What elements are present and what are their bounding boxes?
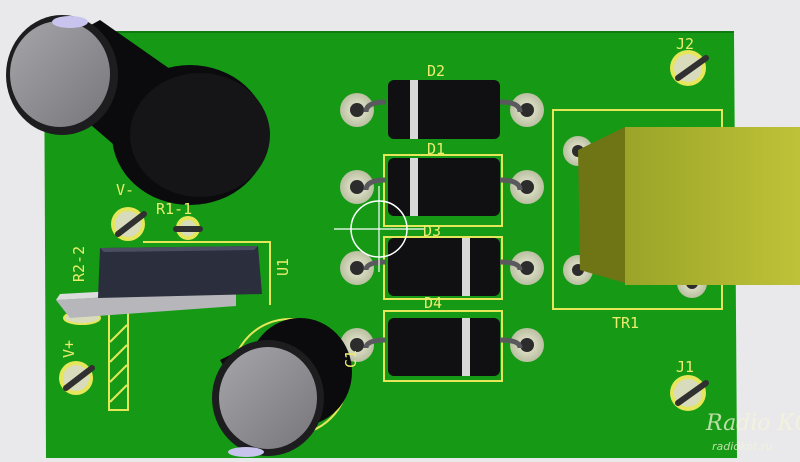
- heatsink-hatch-1: [109, 384, 128, 403]
- label-vminus: V-: [116, 181, 134, 199]
- label-j2: J2: [676, 35, 694, 53]
- label-d1: D1: [427, 140, 445, 158]
- label-d3: D3: [423, 222, 441, 240]
- r1-pad: [173, 216, 203, 240]
- label-vplus: V+: [60, 340, 78, 358]
- transformer-tr1[interactable]: [578, 127, 800, 285]
- diode-d2[interactable]: [363, 80, 523, 139]
- label-u1: U1: [274, 258, 292, 276]
- label-c1: C1: [342, 350, 360, 368]
- d1-outline: [383, 154, 503, 227]
- d3-outline: [383, 236, 503, 300]
- d4-outline: [383, 310, 503, 382]
- crosshair-cursor: [334, 186, 424, 272]
- j2-connector[interactable]: [670, 50, 709, 86]
- capacitor-c1[interactable]: [6, 15, 270, 205]
- watermark-site: radiokot.ru: [712, 440, 772, 453]
- heatsink-hatch-4: [109, 324, 128, 343]
- j1-connector[interactable]: [670, 375, 709, 411]
- label-r2: R2-2: [70, 246, 88, 282]
- label-r1: R1-1: [156, 200, 192, 218]
- diode-d1[interactable]: [363, 158, 523, 216]
- diode-d4[interactable]: [363, 318, 523, 376]
- diode-d3[interactable]: [363, 238, 523, 296]
- capacitor-c2[interactable]: [212, 318, 352, 457]
- vminus-connector[interactable]: [111, 207, 147, 241]
- regulator-u1[interactable]: [56, 246, 262, 318]
- heatsink-hatch-3: [109, 344, 128, 363]
- vplus-connector[interactable]: [59, 361, 95, 395]
- label-tr1: TR1: [612, 314, 639, 332]
- label-j1: J1: [676, 358, 694, 376]
- diode-pads: [340, 93, 544, 362]
- label-d4: D4: [424, 294, 442, 312]
- watermark-brand: Radio КОТ: [705, 411, 800, 436]
- u1-outline: [143, 241, 271, 305]
- heatsink-hatch-2: [109, 364, 128, 383]
- label-d2: D2: [427, 62, 445, 80]
